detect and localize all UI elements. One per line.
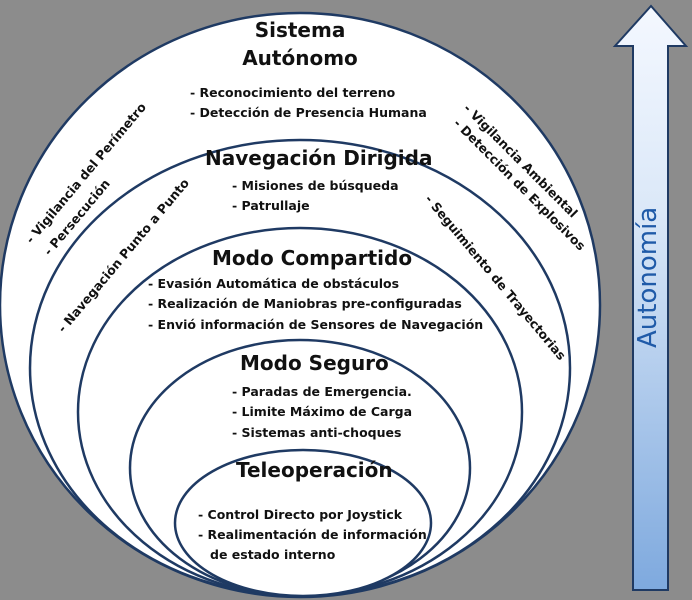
seguro-item-2: - Limite Máximo de Carga: [232, 404, 413, 419]
title-modo-seguro: Modo Seguro: [240, 351, 389, 375]
compartido-item-2: - Realización de Maniobras pre-configura…: [148, 296, 462, 311]
compartido-item-1: - Evasión Automática de obstáculos: [148, 276, 400, 291]
arrow-label-autonomia: Autonomía: [633, 206, 663, 348]
teleoperacion-item-2: - Realimentación de información: [198, 527, 427, 542]
title-autonomo: Autónomo: [242, 46, 358, 70]
navegacion-item-1: - Misiones de búsqueda: [232, 178, 399, 193]
compartido-item-3: - Envió información de Sensores de Naveg…: [148, 317, 484, 332]
navegacion-item-2: - Patrullaje: [232, 198, 310, 213]
teleoperacion-item-3: de estado interno: [210, 547, 336, 562]
seguro-item-3: - Sistemas anti-choques: [232, 425, 402, 440]
seguro-item-1: - Paradas de Emergencia.: [232, 384, 412, 399]
autonomo-item-2: - Detección de Presencia Humana: [190, 105, 427, 120]
title-sistema: Sistema: [254, 18, 346, 42]
ellipse-teleoperacion: [173, 448, 433, 598]
title-teleoperacion: Teleoperación: [236, 458, 393, 482]
autonomy-arrow: [612, 4, 689, 591]
autonomo-item-1: - Reconocimiento del terreno: [190, 85, 396, 100]
title-modo-compartido: Modo Compartido: [212, 246, 413, 270]
title-navegacion-dirigida: Navegación Dirigida: [205, 146, 433, 170]
teleoperacion-item-1: - Control Directo por Joystick: [198, 507, 403, 522]
